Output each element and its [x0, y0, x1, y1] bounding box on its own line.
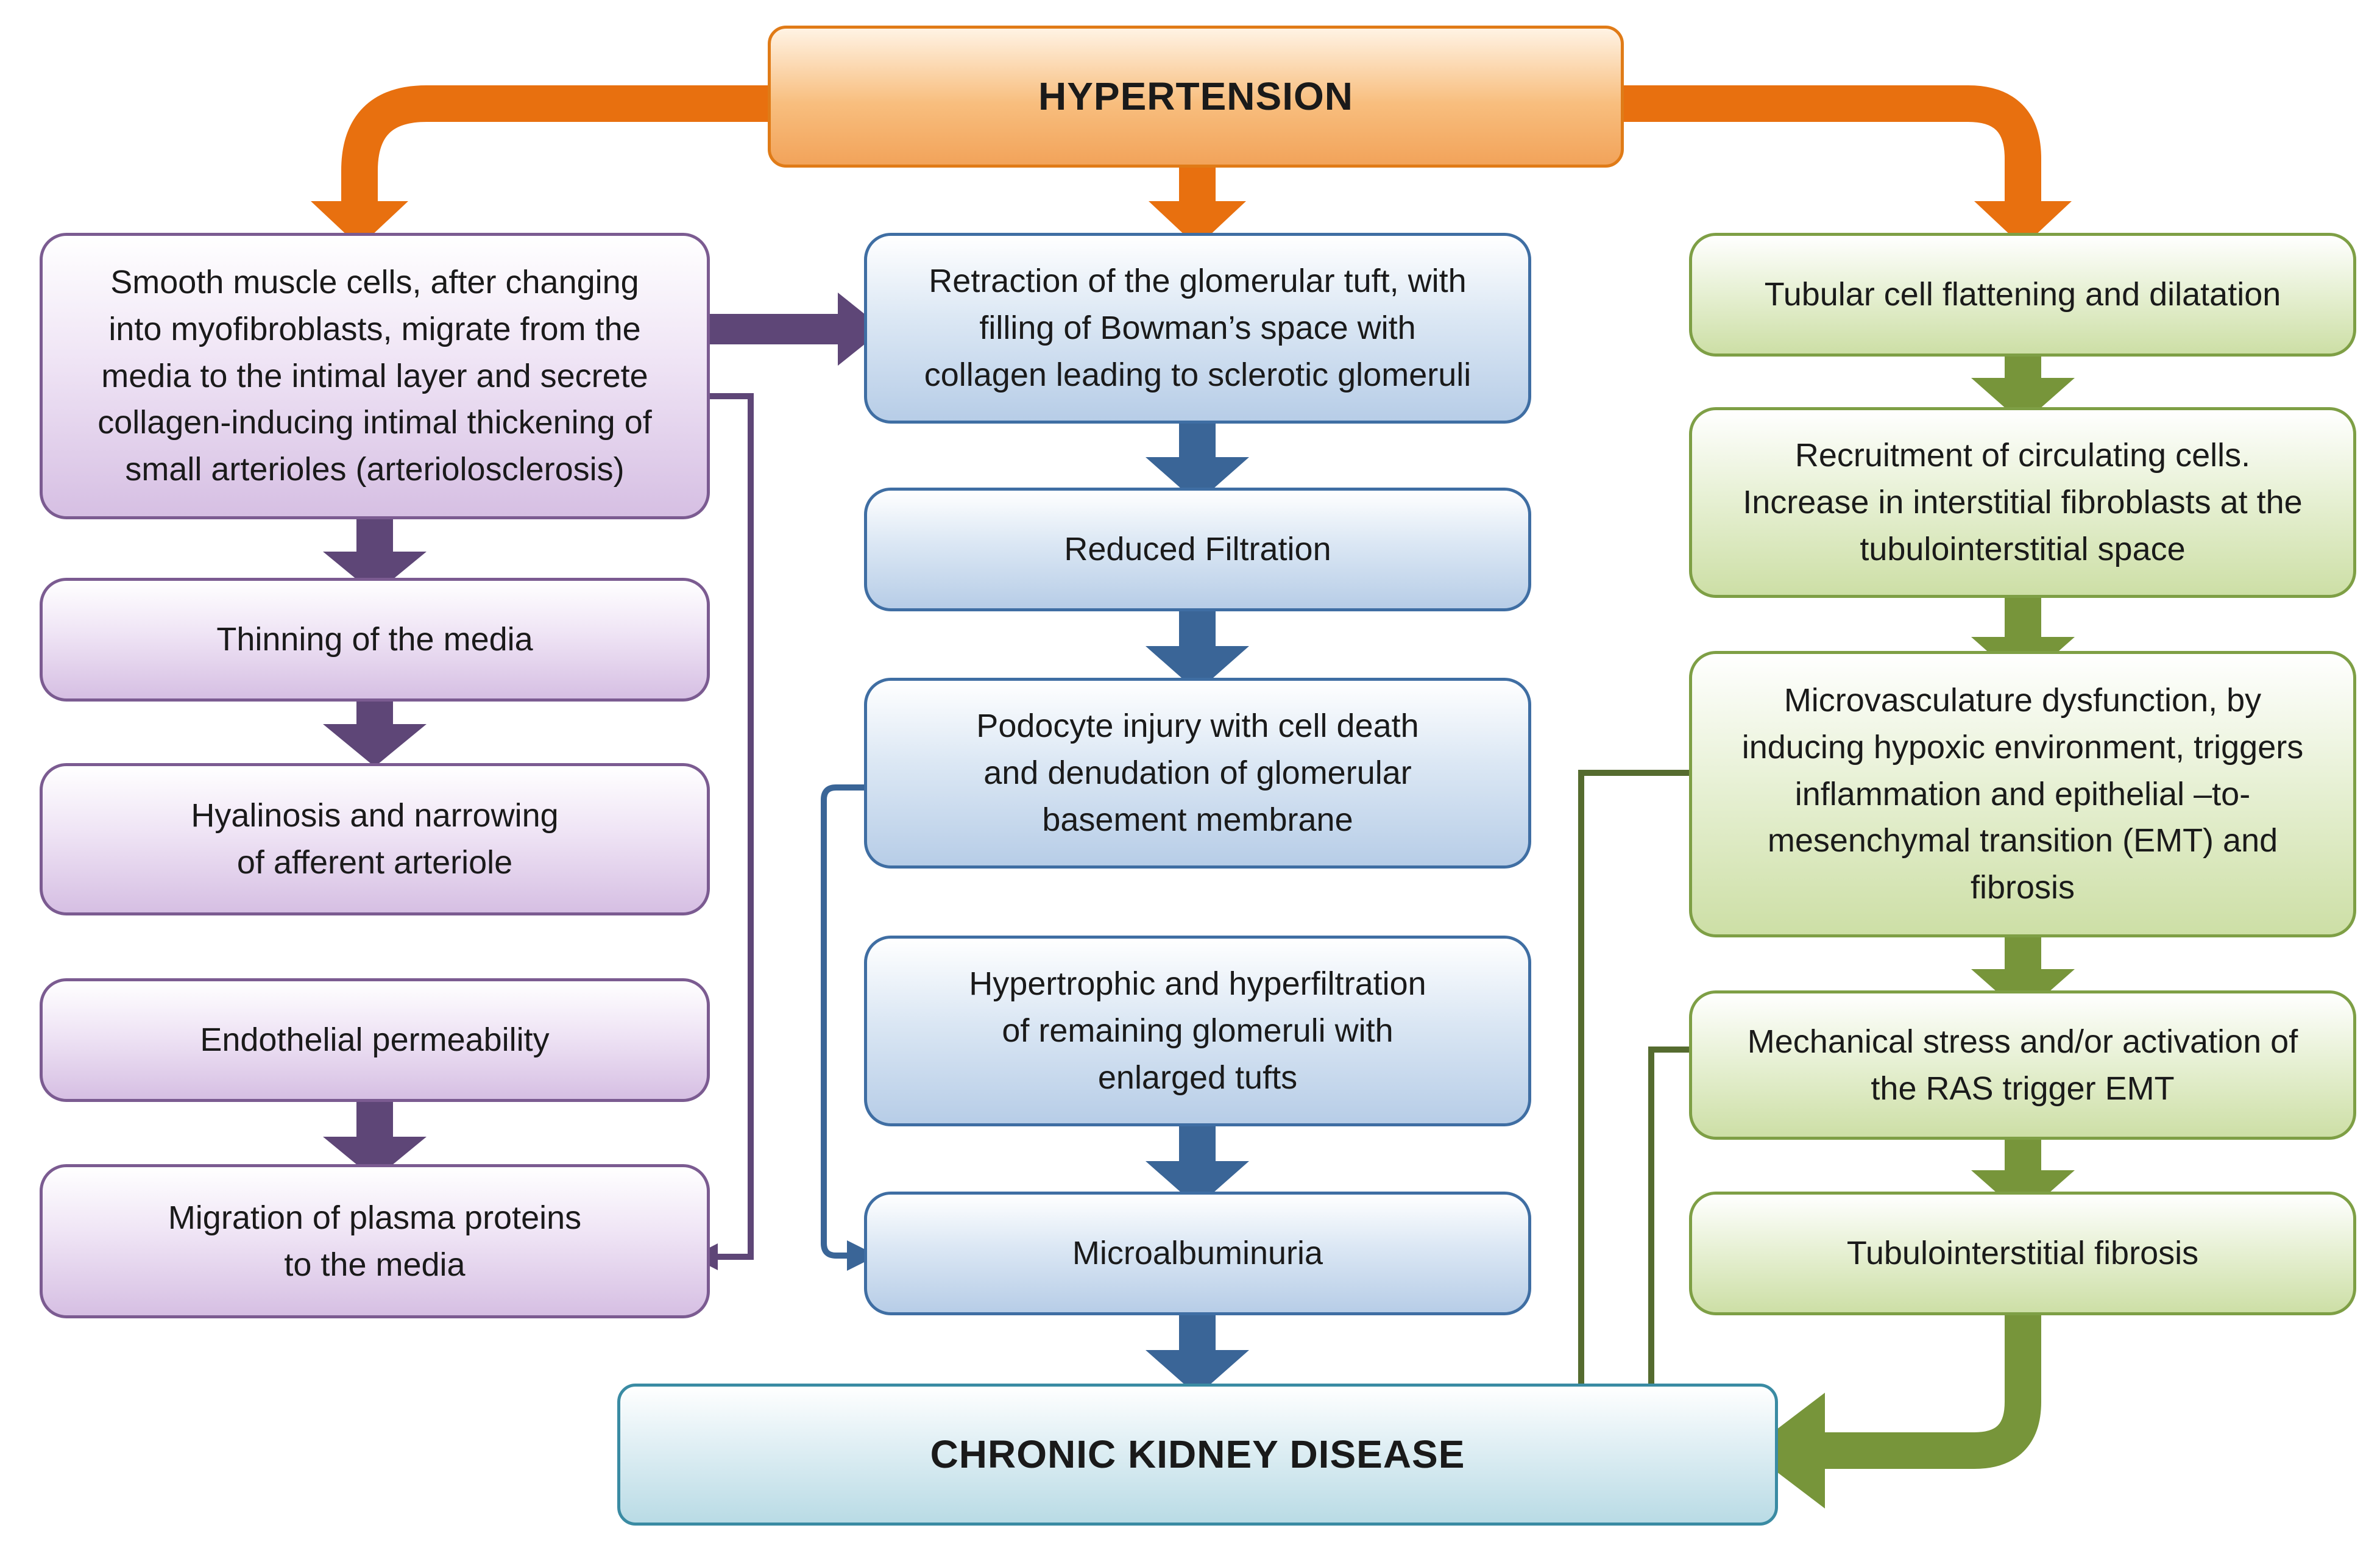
reduced-filtration-box: Reduced Filtration — [864, 488, 1531, 611]
connector-mechanical-to-ckd — [1648, 1047, 1689, 1420]
arrowhead-to-ckd — [1749, 1393, 1825, 1509]
arrow-microvasculature-to-mechanical — [1971, 931, 2075, 1015]
arrow-reduced-to-podocyte — [1146, 596, 1249, 692]
tubulointerstitial-fibrosis-box: Tubulointerstitial fibrosis — [1689, 1192, 2356, 1315]
arrow-hypertension-to-left — [341, 85, 768, 201]
arrow-retraction-to-reduced — [1146, 421, 1249, 503]
arrow-endothelial-to-migration — [323, 1087, 427, 1179]
thinning-media-box: Thinning of the media — [40, 578, 710, 702]
arrow-hypertension-to-right — [1624, 85, 2041, 201]
connector-podocyte-to-microalbuminuria — [821, 784, 864, 1259]
circulating-cells-recruitment-box: Recruitment of circulating cells.Increas… — [1689, 407, 2356, 598]
connector-microvasculature-to-ckd — [1578, 770, 1689, 1420]
arrowhead-hypertension-right — [1974, 201, 2072, 247]
arrow-thinning-to-hyalinosis — [323, 688, 427, 767]
arrow-smooth-to-retraction — [690, 293, 884, 366]
arrow-mechanical-to-tubulo — [1971, 1137, 2075, 1216]
connector-smooth-to-migration — [707, 393, 754, 1260]
hypertension-arrows — [341, 85, 2041, 201]
microalbuminuria-box: Microalbuminuria — [864, 1192, 1531, 1315]
hypertension-box: HYPERTENSION — [768, 26, 1624, 168]
arrowhead-hypertension-left — [311, 201, 408, 247]
chronic-kidney-disease-box: CHRONIC KIDNEY DISEASE — [617, 1384, 1778, 1526]
arrow-tubulo-to-ckd — [1825, 1310, 2041, 1469]
arrow-hypertrophic-to-microalbuminuria — [1146, 1114, 1249, 1207]
arrow-smooth-to-thinning — [323, 518, 427, 594]
arrowhead-to-microalbuminuria — [847, 1240, 877, 1271]
arrow-tubular-to-recruitment — [1971, 338, 2075, 424]
tubular-flattening-box: Tubular cell flattening and dilatation — [1689, 233, 2356, 357]
endothelial-permeability-box: Endothelial permeability — [40, 978, 710, 1102]
arrow-microalbuminuria-to-ckd — [1146, 1298, 1249, 1396]
arrowhead-hypertension-middle — [1149, 201, 1246, 247]
